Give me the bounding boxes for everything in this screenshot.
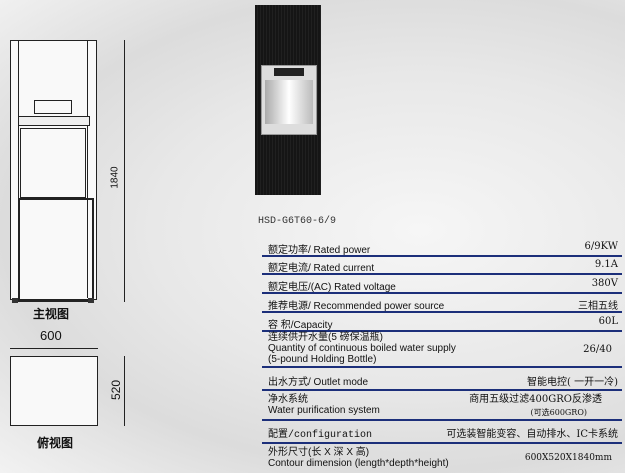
depth-dimension: 520 bbox=[109, 379, 124, 401]
display-panel bbox=[274, 68, 304, 76]
spec-label: 额定功率/ Rated power bbox=[268, 245, 371, 256]
spec-label-en: Quantity of continuous boiled water supp… bbox=[268, 343, 456, 354]
spec-label: 额定电压/(AC) Rated voltage bbox=[268, 282, 396, 293]
water-dispenser-image bbox=[255, 5, 321, 195]
spec-label-en: Water purification system bbox=[268, 405, 380, 416]
spec-row-outlet-mode: 出水方式/ Outlet mode 智能电控( 一开一冷) bbox=[262, 368, 622, 391]
spec-value: 600X520X1840mm bbox=[524, 453, 612, 463]
spec-label-en-2: (5-pound Holding Bottle) bbox=[268, 354, 377, 365]
width-dimension-line bbox=[10, 348, 98, 349]
model-number: HSD-G6T60-6/9 bbox=[258, 216, 337, 227]
spec-value: 可选装智能变容、自动排水、IC卡系统 bbox=[446, 429, 618, 440]
spec-label: 推荐电源/ Recommended power source bbox=[268, 301, 445, 312]
spec-value: 9.1A bbox=[594, 259, 618, 270]
spec-row-rated-power: 额定功率/ Rated power 6/9KW bbox=[262, 238, 622, 257]
front-view-label: 主视图 bbox=[33, 307, 70, 321]
spec-value: 380V bbox=[591, 278, 618, 289]
spec-value: 6/9KW bbox=[584, 241, 619, 252]
spec-row-power-source: 推荐电源/ Recommended power source 三相五线 bbox=[262, 294, 622, 313]
spec-value: 商用五级过滤400GRO反渗透 bbox=[469, 394, 602, 405]
spec-value: 26/40 bbox=[583, 344, 612, 355]
spec-label: 净水系统 bbox=[268, 394, 308, 405]
control-panel bbox=[34, 100, 72, 114]
top-view-drawing bbox=[10, 356, 98, 426]
spec-value: 60L bbox=[598, 316, 618, 327]
top-view-label: 俯视图 bbox=[37, 436, 74, 450]
spec-row-rated-voltage: 额定电压/(AC) Rated voltage 380V bbox=[262, 275, 622, 294]
front-view-drawing bbox=[10, 40, 98, 303]
spec-label: 外形尺寸(长 X 深 X 高) bbox=[268, 447, 370, 458]
spec-label: 出水方式/ Outlet mode bbox=[268, 377, 369, 388]
depth-dimension-line bbox=[124, 356, 125, 426]
spec-row-capacity: 容 积/Capacity 60L bbox=[262, 313, 622, 332]
spec-label: 连续供开水量(5 磅保温瓶) bbox=[268, 332, 383, 343]
spec-value: 三相五线 bbox=[578, 301, 618, 312]
width-dimension: 600 bbox=[40, 328, 62, 343]
height-dimension: 1840 bbox=[109, 166, 121, 189]
spec-value-note: (可选600GRO) bbox=[530, 408, 587, 417]
spec-value: 智能电控( 一开一冷) bbox=[527, 377, 618, 388]
spec-label: 容 积/Capacity bbox=[268, 320, 333, 331]
spec-label: 额定电流/ Rated current bbox=[268, 263, 375, 274]
spec-row-configuration: 配置/configuration 可选装智能变容、自动排水、IC卡系统 bbox=[262, 421, 622, 444]
spec-row-rated-current: 额定电流/ Rated current 9.1A bbox=[262, 257, 622, 275]
spec-label-en: Contour dimension (length*depth*height) bbox=[268, 458, 449, 469]
height-dimension-line bbox=[124, 40, 125, 302]
spec-row-dimension: 外形尺寸(长 X 深 X 高)Contour dimension (length… bbox=[262, 444, 622, 472]
spec-row-water-supply: 连续供开水量(5 磅保温瓶)Quantity of continuous boi… bbox=[262, 332, 622, 368]
spec-label: 配置/configuration bbox=[268, 430, 373, 441]
